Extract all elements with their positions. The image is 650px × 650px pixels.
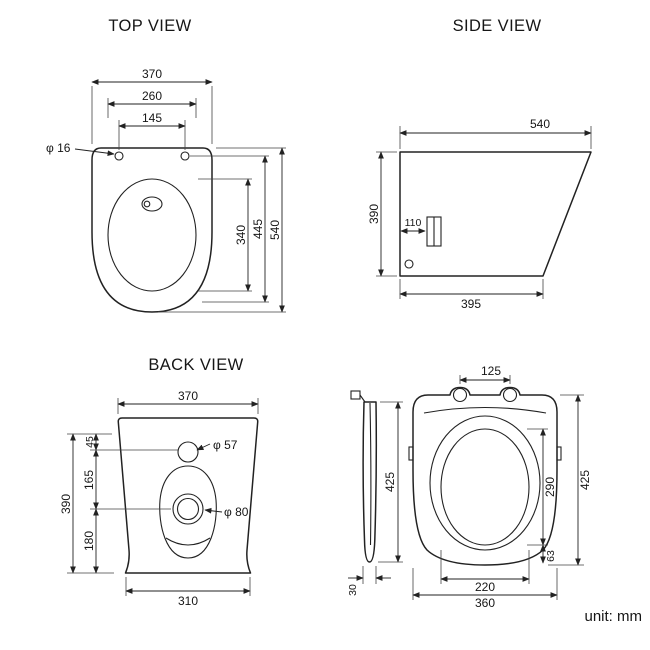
seat-mount-hole-left	[114, 151, 124, 161]
dim-seg-45: 45	[84, 436, 96, 448]
dim-mid-depth: 445	[251, 219, 265, 239]
dim-back-width: 370	[178, 389, 198, 403]
seat-view-dimension-lines	[348, 377, 581, 598]
seat-view: 125 425 425 290 63 220 360 30	[347, 364, 592, 610]
side-view-title: SIDE VIEW	[453, 17, 542, 35]
side-view-extension-lines	[376, 126, 592, 299]
side-view: SIDE VIEW 540 390 110 395	[367, 17, 592, 311]
seat-lid-outline	[412, 386, 558, 566]
dim-opening-width: 220	[475, 580, 495, 594]
seat-plan-shape	[408, 386, 562, 566]
bowl-outer-outline	[91, 147, 213, 313]
outlet-hole-80-outer	[172, 493, 204, 525]
hinge-hole-left	[452, 387, 468, 403]
back-view: BACK VIEW 370 390 45 165 180 φ 57 φ 80 3…	[59, 356, 259, 608]
dim-overall-width: 370	[142, 67, 162, 81]
hinge-hole-right	[502, 387, 518, 403]
back-view-shape	[117, 417, 259, 574]
seat-ring-outer	[429, 415, 541, 551]
dim-bracket-offset: 110	[405, 217, 422, 229]
seat-side-profile-inner-line	[369, 402, 372, 546]
side-view-shape	[399, 151, 592, 277]
dim-overall-depth: 540	[268, 220, 282, 240]
outlet-hole-80-inner	[176, 497, 200, 521]
seat-mount-hole-right	[180, 151, 190, 161]
dim-seat-width: 360	[475, 596, 495, 610]
inlet-hole-57	[177, 441, 199, 463]
hinge-pin	[350, 390, 361, 400]
unit-label: unit: mm	[584, 608, 642, 625]
back-view-title: BACK VIEW	[148, 356, 243, 374]
dim-opening-length: 290	[543, 477, 557, 497]
dim-back-bottom-width: 310	[178, 594, 198, 608]
dim-opening-depth: 340	[234, 225, 248, 245]
top-view-extension-lines	[91, 86, 286, 313]
dim-seg-180: 180	[82, 531, 96, 551]
top-view-dimension-lines	[74, 79, 285, 313]
dim-rear-margin: 63	[545, 550, 557, 562]
bowl-inner-opening	[107, 178, 197, 292]
top-view: TOP VIEW 370 260 145 φ 16 340 445 540	[46, 17, 286, 313]
dim-outlet-diameter: φ 80	[224, 505, 249, 519]
dim-hole-diameter: φ 16	[46, 141, 71, 155]
hinge-pin-link	[359, 394, 366, 403]
drain-hole	[404, 259, 414, 269]
seat-profile-shape	[350, 390, 378, 563]
dim-profile-length: 425	[383, 472, 397, 492]
dim-side-bottom-depth: 395	[461, 297, 481, 311]
dim-side-height: 390	[367, 204, 381, 224]
trap-housing-curve	[165, 537, 211, 546]
side-profile-outline	[399, 151, 592, 277]
seat-ring-inner	[440, 428, 530, 546]
dim-hinge-spacing: 125	[481, 364, 501, 378]
dim-profile-thickness: 30	[347, 584, 359, 596]
dim-seat-length: 425	[578, 470, 592, 490]
back-outline	[117, 417, 259, 574]
dim-inlet-diameter: φ 57	[213, 438, 238, 452]
top-view-shape	[91, 147, 213, 313]
top-view-title: TOP VIEW	[108, 17, 191, 35]
dim-rim-width: 260	[142, 89, 162, 103]
dim-back-height: 390	[59, 494, 73, 514]
lid-top-contour	[423, 406, 547, 414]
flush-outlet-detail	[143, 200, 151, 208]
side-view-dimension-lines	[378, 130, 592, 297]
side-bumper-left	[408, 446, 414, 461]
flush-outlet	[141, 196, 163, 212]
dim-side-top-depth: 540	[530, 117, 550, 131]
back-view-dimension-lines	[70, 401, 259, 594]
side-bumper-right	[556, 446, 562, 461]
dim-hole-spacing: 145	[142, 111, 162, 125]
trap-housing	[159, 465, 217, 559]
dim-seg-165: 165	[82, 470, 96, 490]
seat-side-profile	[362, 401, 378, 563]
